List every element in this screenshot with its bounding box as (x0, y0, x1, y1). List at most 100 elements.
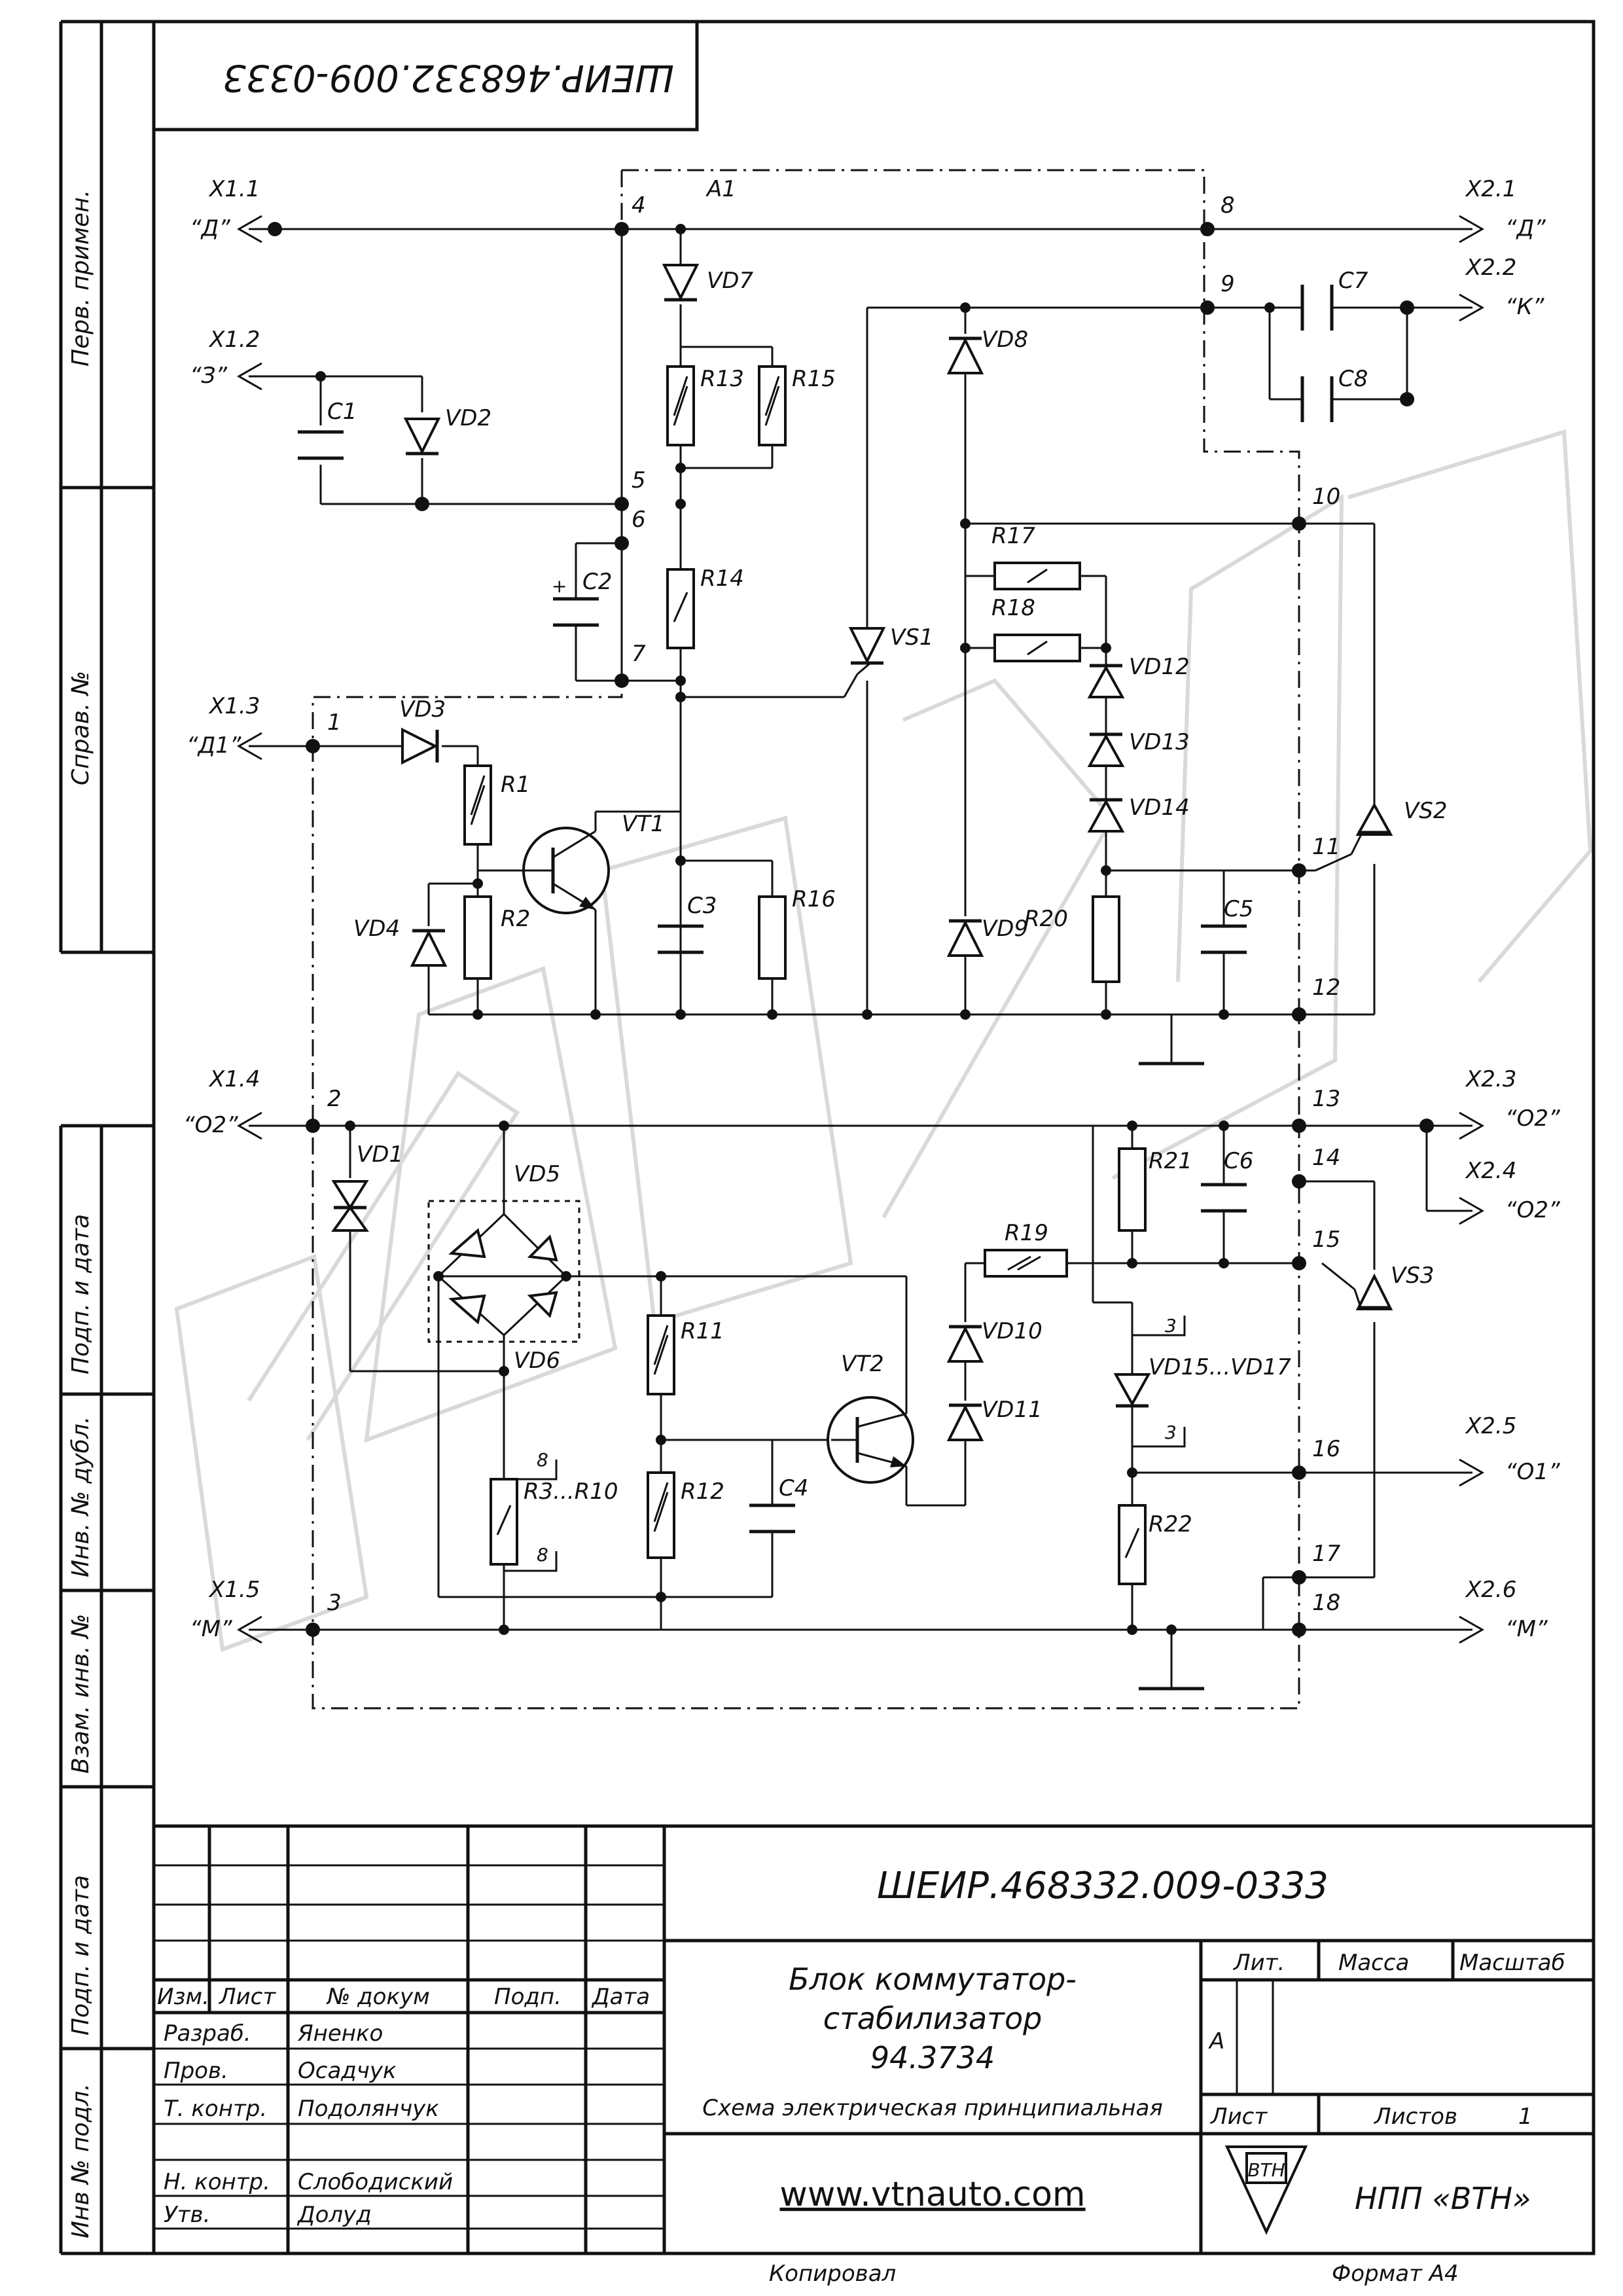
label-c7: C7 (1338, 268, 1368, 294)
label-x1-5: X1.5 (208, 1577, 260, 1603)
label-vt1: VT1 (622, 811, 665, 837)
label-x2-2-signal: “К” (1505, 294, 1544, 320)
label-x1-5-signal: “М” (190, 1616, 232, 1642)
side-label-dup-inv: Инв. № дубл. (67, 1416, 94, 1577)
company-logo: ВТН (1224, 2145, 1308, 2235)
wiring-top (249, 228, 1472, 1066)
diode-vd10 (946, 1325, 984, 1363)
resistor-r18 (993, 634, 1081, 662)
company-logo-text: ВТН (1247, 2159, 1285, 2181)
arrows-right (1459, 215, 1485, 1644)
diode-vd7 (662, 264, 700, 302)
header-sign: Подп. (494, 1984, 562, 2010)
pin-7: 7 (632, 641, 646, 667)
label-r11: R11 (681, 1318, 724, 1344)
pin-13: 13 (1312, 1086, 1340, 1112)
capacitor-c2 (553, 597, 599, 627)
sign-name-2: Осадчук (298, 2058, 397, 2084)
mass-label: Масса (1338, 1950, 1409, 1976)
label-x2-4: X2.4 (1465, 1158, 1516, 1184)
label-x2-2: X2.2 (1465, 255, 1516, 281)
sign-role-2: Пров. (164, 2058, 228, 2084)
label-x1-4: X1.4 (208, 1066, 260, 1092)
resistor-r20 (1092, 895, 1120, 983)
label-c5: C5 (1224, 896, 1253, 922)
mult-mark-r-top: 8 (537, 1449, 548, 1471)
label-x1-1: X1.1 (208, 176, 260, 202)
pin-17: 17 (1312, 1541, 1341, 1567)
sheets-label: Листов (1373, 2104, 1457, 2130)
label-r19: R19 (1005, 1220, 1048, 1246)
lit-label: Лит. (1232, 1950, 1285, 1976)
label-x2-3-signal: “О2” (1505, 1105, 1560, 1132)
resistor-r3-r10 (490, 1478, 518, 1566)
arrows-left (236, 215, 262, 1644)
label-r13: R13 (700, 366, 744, 392)
label-vs1: VS1 (890, 624, 933, 651)
pin-5: 5 (632, 467, 646, 493)
pin-1: 1 (327, 709, 342, 736)
label-x1-2-signal: “З” (190, 363, 227, 389)
capacitor-c7 (1300, 285, 1334, 331)
r3-r10-mult-marks (504, 1316, 1186, 1572)
header-izm: Изм. (157, 1984, 209, 2010)
label-c2-plus: + (552, 575, 567, 597)
pin-8: 8 (1221, 192, 1235, 219)
sign-name-3: Подолянчук (298, 2096, 439, 2122)
label-x1-1-signal: “Д” (190, 215, 230, 242)
title-line-3: 94.3734 (870, 2040, 995, 2075)
pin-3: 3 (327, 1590, 342, 1616)
scale-label: Масштаб (1459, 1950, 1565, 1976)
resistor-r21 (1118, 1147, 1147, 1232)
label-x2-1-signal: “Д” (1505, 215, 1546, 242)
document-subtitle: Схема электрическая принципиальная (702, 2095, 1163, 2121)
label-r21: R21 (1149, 1148, 1192, 1174)
thyristor-vs1 (848, 627, 886, 675)
label-vd9: VD9 (982, 916, 1028, 942)
diode-vd14 (1087, 798, 1125, 833)
mult-mark-vd-bottom: 3 (1165, 1422, 1177, 1443)
side-label-first-use: Перв. примен. (67, 190, 94, 367)
sign-role-5: Н. контр. (164, 2169, 270, 2195)
label-vd10: VD10 (982, 1318, 1043, 1344)
label-c3: C3 (687, 893, 717, 919)
transistor-vt1 (522, 827, 610, 914)
label-c4: C4 (779, 1475, 808, 1501)
diode-vd1 (331, 1180, 369, 1232)
label-x2-3: X2.3 (1465, 1066, 1516, 1092)
pin-14: 14 (1312, 1145, 1340, 1171)
sign-role-6: Утв. (164, 2202, 210, 2228)
capacitor-c5 (1201, 924, 1247, 954)
thyristor-vs3 (1353, 1273, 1393, 1310)
sign-role-3: Т. контр. (164, 2096, 267, 2122)
label-x2-1: X2.1 (1465, 176, 1516, 202)
side-label-orig-inv: Инв № подл. (67, 2083, 94, 2238)
label-vd1: VD1 (357, 1141, 403, 1168)
title-line-1: Блок коммутатор- (789, 1962, 1077, 1997)
pin-4: 4 (632, 192, 646, 219)
label-vd11: VD11 (982, 1397, 1043, 1423)
header-doc-no: № докум (326, 1984, 430, 2010)
label-vd4: VD4 (353, 916, 400, 942)
header-date: Дата (591, 1984, 650, 2010)
label-vd6: VD6 (514, 1348, 560, 1374)
label-r22: R22 (1149, 1511, 1192, 1537)
label-r16: R16 (792, 886, 836, 912)
resistor-r1 (463, 764, 492, 846)
pin-6: 6 (632, 507, 646, 533)
watermark-logo (174, 429, 1593, 1653)
sign-name-5: Слободиский (298, 2169, 453, 2195)
pin-16: 16 (1312, 1436, 1340, 1462)
diode-vd4 (410, 929, 448, 967)
capacitor-c6 (1201, 1183, 1247, 1213)
side-label-ref-no: Справ. № (67, 671, 94, 785)
label-c6: C6 (1224, 1148, 1253, 1174)
label-vd7: VD7 (707, 268, 753, 294)
company-url[interactable]: www.vtnauto.com (779, 2175, 1085, 2214)
mult-mark-r-bottom: 8 (537, 1544, 548, 1566)
sign-name-6: Долуд (296, 2202, 372, 2228)
label-vd15-vd17: VD15...VD17 (1149, 1354, 1291, 1380)
label-x1-3-signal: “Д1” (187, 732, 241, 759)
pin-9: 9 (1221, 271, 1235, 297)
label-x1-4-signal: “О2” (183, 1112, 238, 1138)
